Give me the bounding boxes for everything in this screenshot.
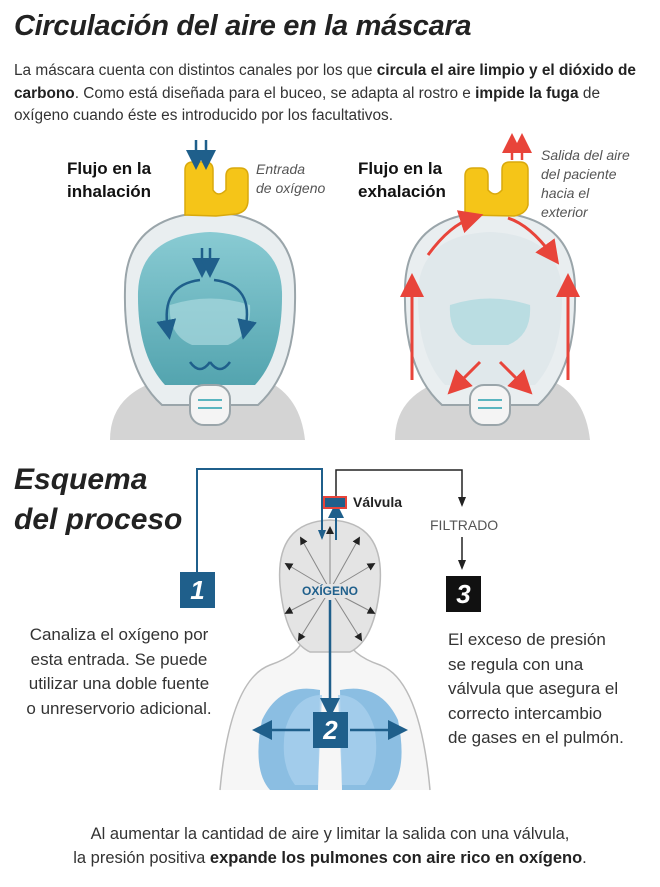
scheme-title-line1: Esquema bbox=[14, 463, 148, 496]
intro-text-1: La máscara cuenta con distintos canales … bbox=[14, 62, 377, 79]
step-1-line: esta entrada. Se puede bbox=[30, 649, 208, 669]
intro-text-2: . Como está diseñada para el buceo, se a… bbox=[74, 84, 476, 102]
exhalation-note-line4: exterior bbox=[541, 204, 588, 220]
exhalation-note-line1: Salida del aire bbox=[541, 147, 630, 163]
intro-bold-2: impide la fuga bbox=[475, 84, 579, 102]
step-2-badge: 2 bbox=[313, 712, 348, 748]
footer-caption: Al aumentar la cantidad de aire y limita… bbox=[10, 822, 650, 870]
footer-line1: Al aumentar la cantidad de aire y limita… bbox=[90, 825, 570, 843]
step-3-badge: 3 bbox=[446, 576, 481, 612]
step-1-badge: 1 bbox=[180, 572, 215, 608]
intro-text-3: de oxígeno cuando éste es introducido po… bbox=[14, 84, 601, 125]
exhalation-note-line2: del paciente bbox=[541, 166, 617, 182]
footer-line2-bold: expande los pulmones con aire rico en ox… bbox=[209, 849, 583, 867]
exhalation-label-line2: exhalación bbox=[358, 182, 446, 201]
filter-label: FILTRADO bbox=[430, 517, 499, 533]
valve-label: Válvula bbox=[353, 494, 403, 510]
step-1-line: utilizar una doble fuente bbox=[28, 674, 210, 693]
scheme-title-line2: del proceso bbox=[14, 503, 183, 536]
footer-line2-end: . bbox=[582, 849, 587, 867]
step-3-line: El exceso de presión bbox=[448, 630, 606, 649]
oxygen-label: OXÍGENO bbox=[300, 584, 361, 598]
step-3-description: El exceso de presión se regula con una v… bbox=[448, 628, 653, 751]
inhalation-label-line2: inhalación bbox=[67, 182, 152, 201]
step-1-line: o unreservorio adicional. bbox=[26, 698, 212, 718]
footer-line2: la presión positiva expande los pulmones… bbox=[10, 846, 650, 870]
intro-paragraph: La máscara cuenta con distintos canales … bbox=[14, 60, 646, 128]
footer-line2-plain: la presión positiva bbox=[73, 849, 210, 867]
exhalation-note-line3: hacia el bbox=[541, 185, 590, 201]
step-3-line: válvula que asegura el bbox=[448, 679, 619, 698]
step-3-line: de gases en el pulmón. bbox=[448, 728, 624, 747]
scheme-title: Esquema del proceso bbox=[14, 460, 182, 540]
page-title: Circulación del aire en la máscara bbox=[14, 10, 472, 42]
exhalation-label: Flujo en la exhalación bbox=[358, 157, 446, 203]
exhalation-label-line1: Flujo en la bbox=[358, 159, 443, 178]
exhalation-note: Salida del aire del paciente hacia el ex… bbox=[541, 146, 630, 222]
step-3-line: correcto intercambio bbox=[448, 703, 603, 723]
inhalation-note-line2: de oxígeno bbox=[256, 180, 326, 196]
inhalation-label-line1: Flujo en la bbox=[67, 159, 152, 178]
inhalation-label: Flujo en la inhalación bbox=[67, 157, 151, 203]
exhalation-mask-illustration bbox=[395, 133, 590, 440]
inhalation-note: Entrada de oxígeno bbox=[256, 160, 325, 198]
step-1-description: Canaliza el oxígeno por esta entrada. Se… bbox=[8, 623, 230, 721]
intro-bold-1: circula el aire limpio y el dióxido de c… bbox=[14, 62, 636, 102]
inhalation-note-line1: Entrada bbox=[256, 161, 306, 177]
step-1-line: Canaliza el oxígeno por bbox=[29, 625, 209, 644]
step-3-line: se regula con una bbox=[448, 654, 584, 674]
inhalation-mask-illustration bbox=[110, 140, 305, 440]
